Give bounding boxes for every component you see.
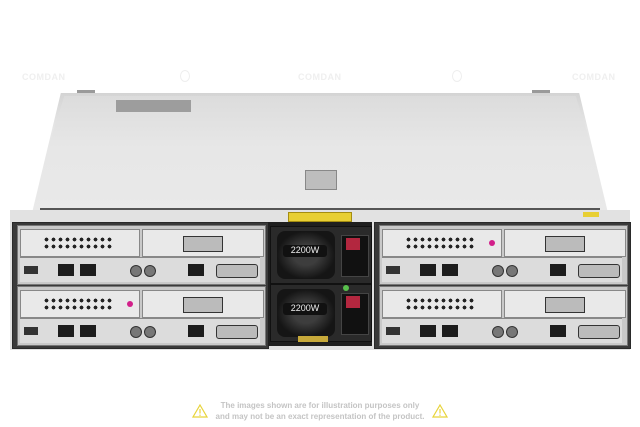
io-panel	[20, 257, 260, 282]
pcie-card	[20, 229, 140, 257]
pcie-card	[20, 290, 140, 318]
mgmt-port	[550, 264, 566, 276]
id-button	[506, 265, 518, 277]
disclaimer-line-1: The images shown are for illustration pu…	[220, 401, 420, 410]
io-panel	[20, 318, 260, 343]
id-button	[144, 326, 156, 338]
mgmt-port	[550, 325, 566, 337]
mgmt-port	[188, 325, 204, 337]
server-node-2	[17, 286, 266, 346]
serial-connector	[578, 264, 620, 278]
node-bay-right	[374, 222, 631, 349]
serial-connector	[216, 264, 258, 278]
server-node-4	[379, 286, 628, 346]
rj45-port	[442, 264, 458, 276]
status-led	[127, 301, 133, 307]
ocp-card	[504, 290, 626, 318]
vent-grille	[43, 297, 113, 311]
vent-grille	[405, 297, 475, 311]
ocp-card	[504, 229, 626, 257]
id-button	[506, 326, 518, 338]
usb-port	[24, 266, 38, 274]
server-node-1	[17, 225, 266, 285]
id-button	[144, 265, 156, 277]
serial-connector	[578, 325, 620, 339]
serial-connector	[216, 325, 258, 339]
rj45-port	[420, 264, 436, 276]
warning-sticker	[288, 212, 352, 222]
sfp-port	[545, 236, 585, 252]
rj45-port	[58, 325, 74, 337]
vent-grille	[405, 236, 475, 250]
power-button	[130, 326, 142, 338]
usb-port	[24, 327, 38, 335]
watermark-logo-icon	[180, 70, 190, 82]
warning-sticker	[583, 212, 599, 217]
chassis-label	[116, 100, 191, 112]
io-panel	[382, 257, 622, 282]
status-led	[489, 240, 495, 246]
server-node-3	[379, 225, 628, 285]
psu-tag	[298, 336, 328, 342]
pcie-card	[382, 290, 502, 318]
power-button	[492, 326, 504, 338]
rj45-port	[442, 325, 458, 337]
pcie-card	[382, 229, 502, 257]
warning-triangle-icon	[432, 404, 449, 418]
rj45-port	[80, 325, 96, 337]
rj45-port	[58, 264, 74, 276]
watermark-logo-icon	[452, 70, 462, 82]
psu-bay: 2200W 2200W	[268, 222, 372, 346]
power-button	[130, 265, 142, 277]
chassis-seam	[40, 208, 600, 210]
disclaimer-text: The images shown are for illustration pu…	[216, 400, 425, 422]
psu-latch	[346, 238, 360, 250]
vent-grille	[43, 236, 113, 250]
watermark: COMDAN	[298, 72, 342, 82]
io-panel	[382, 318, 622, 343]
rj45-port	[80, 264, 96, 276]
warning-triangle-icon	[191, 404, 208, 418]
psu-wattage-label: 2200W	[283, 245, 327, 257]
power-supply-2: 2200W	[270, 284, 372, 342]
psu-wattage-label: 2200W	[283, 303, 327, 315]
disclaimer-line-2: and may not be an exact representation o…	[215, 412, 425, 421]
power-inlet	[341, 293, 369, 335]
node-bay-left	[12, 222, 269, 349]
usb-port	[386, 266, 400, 274]
sfp-port	[545, 297, 585, 313]
mgmt-port	[188, 264, 204, 276]
power-supply-1: 2200W	[270, 226, 372, 284]
ocp-card	[142, 229, 264, 257]
usb-port	[386, 327, 400, 335]
watermark: COMDAN	[572, 72, 616, 82]
cover-latch	[305, 170, 337, 190]
ocp-card	[142, 290, 264, 318]
power-button	[492, 265, 504, 277]
psu-latch	[346, 296, 360, 308]
sfp-port	[183, 297, 223, 313]
rj45-port	[420, 325, 436, 337]
sfp-port	[183, 236, 223, 252]
disclaimer: The images shown are for illustration pu…	[185, 400, 455, 422]
power-inlet	[341, 235, 369, 277]
watermark: COMDAN	[22, 72, 66, 82]
psu-status-led	[343, 285, 349, 291]
